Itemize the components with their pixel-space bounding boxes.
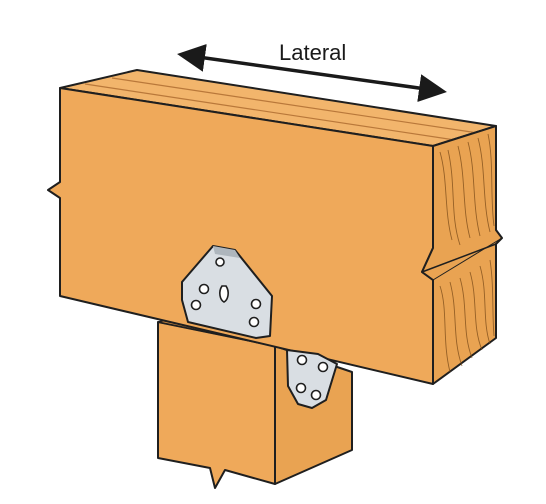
lateral-label: Lateral (279, 40, 346, 65)
nail-hole-icon (250, 298, 262, 310)
nail-hole-icon (296, 354, 308, 366)
nail-hole-icon (215, 257, 225, 267)
nail-hole-icon (190, 299, 202, 311)
beam-end-face (421, 125, 503, 385)
connector-side-plate (286, 349, 338, 409)
lateral-arrow (177, 44, 447, 102)
front-plate-nail-holes (190, 257, 262, 328)
nail-hole-icon (295, 382, 307, 394)
side-plate-nail-holes (295, 354, 329, 401)
nail-hole-icon (310, 389, 322, 401)
slot-hole-icon (219, 285, 229, 303)
beam (47, 69, 503, 385)
nail-hole-icon (198, 283, 210, 295)
nail-hole-icon (317, 361, 329, 373)
nail-hole-icon (248, 316, 260, 328)
post-front-face (157, 321, 276, 489)
connector-front-plate (181, 245, 273, 339)
